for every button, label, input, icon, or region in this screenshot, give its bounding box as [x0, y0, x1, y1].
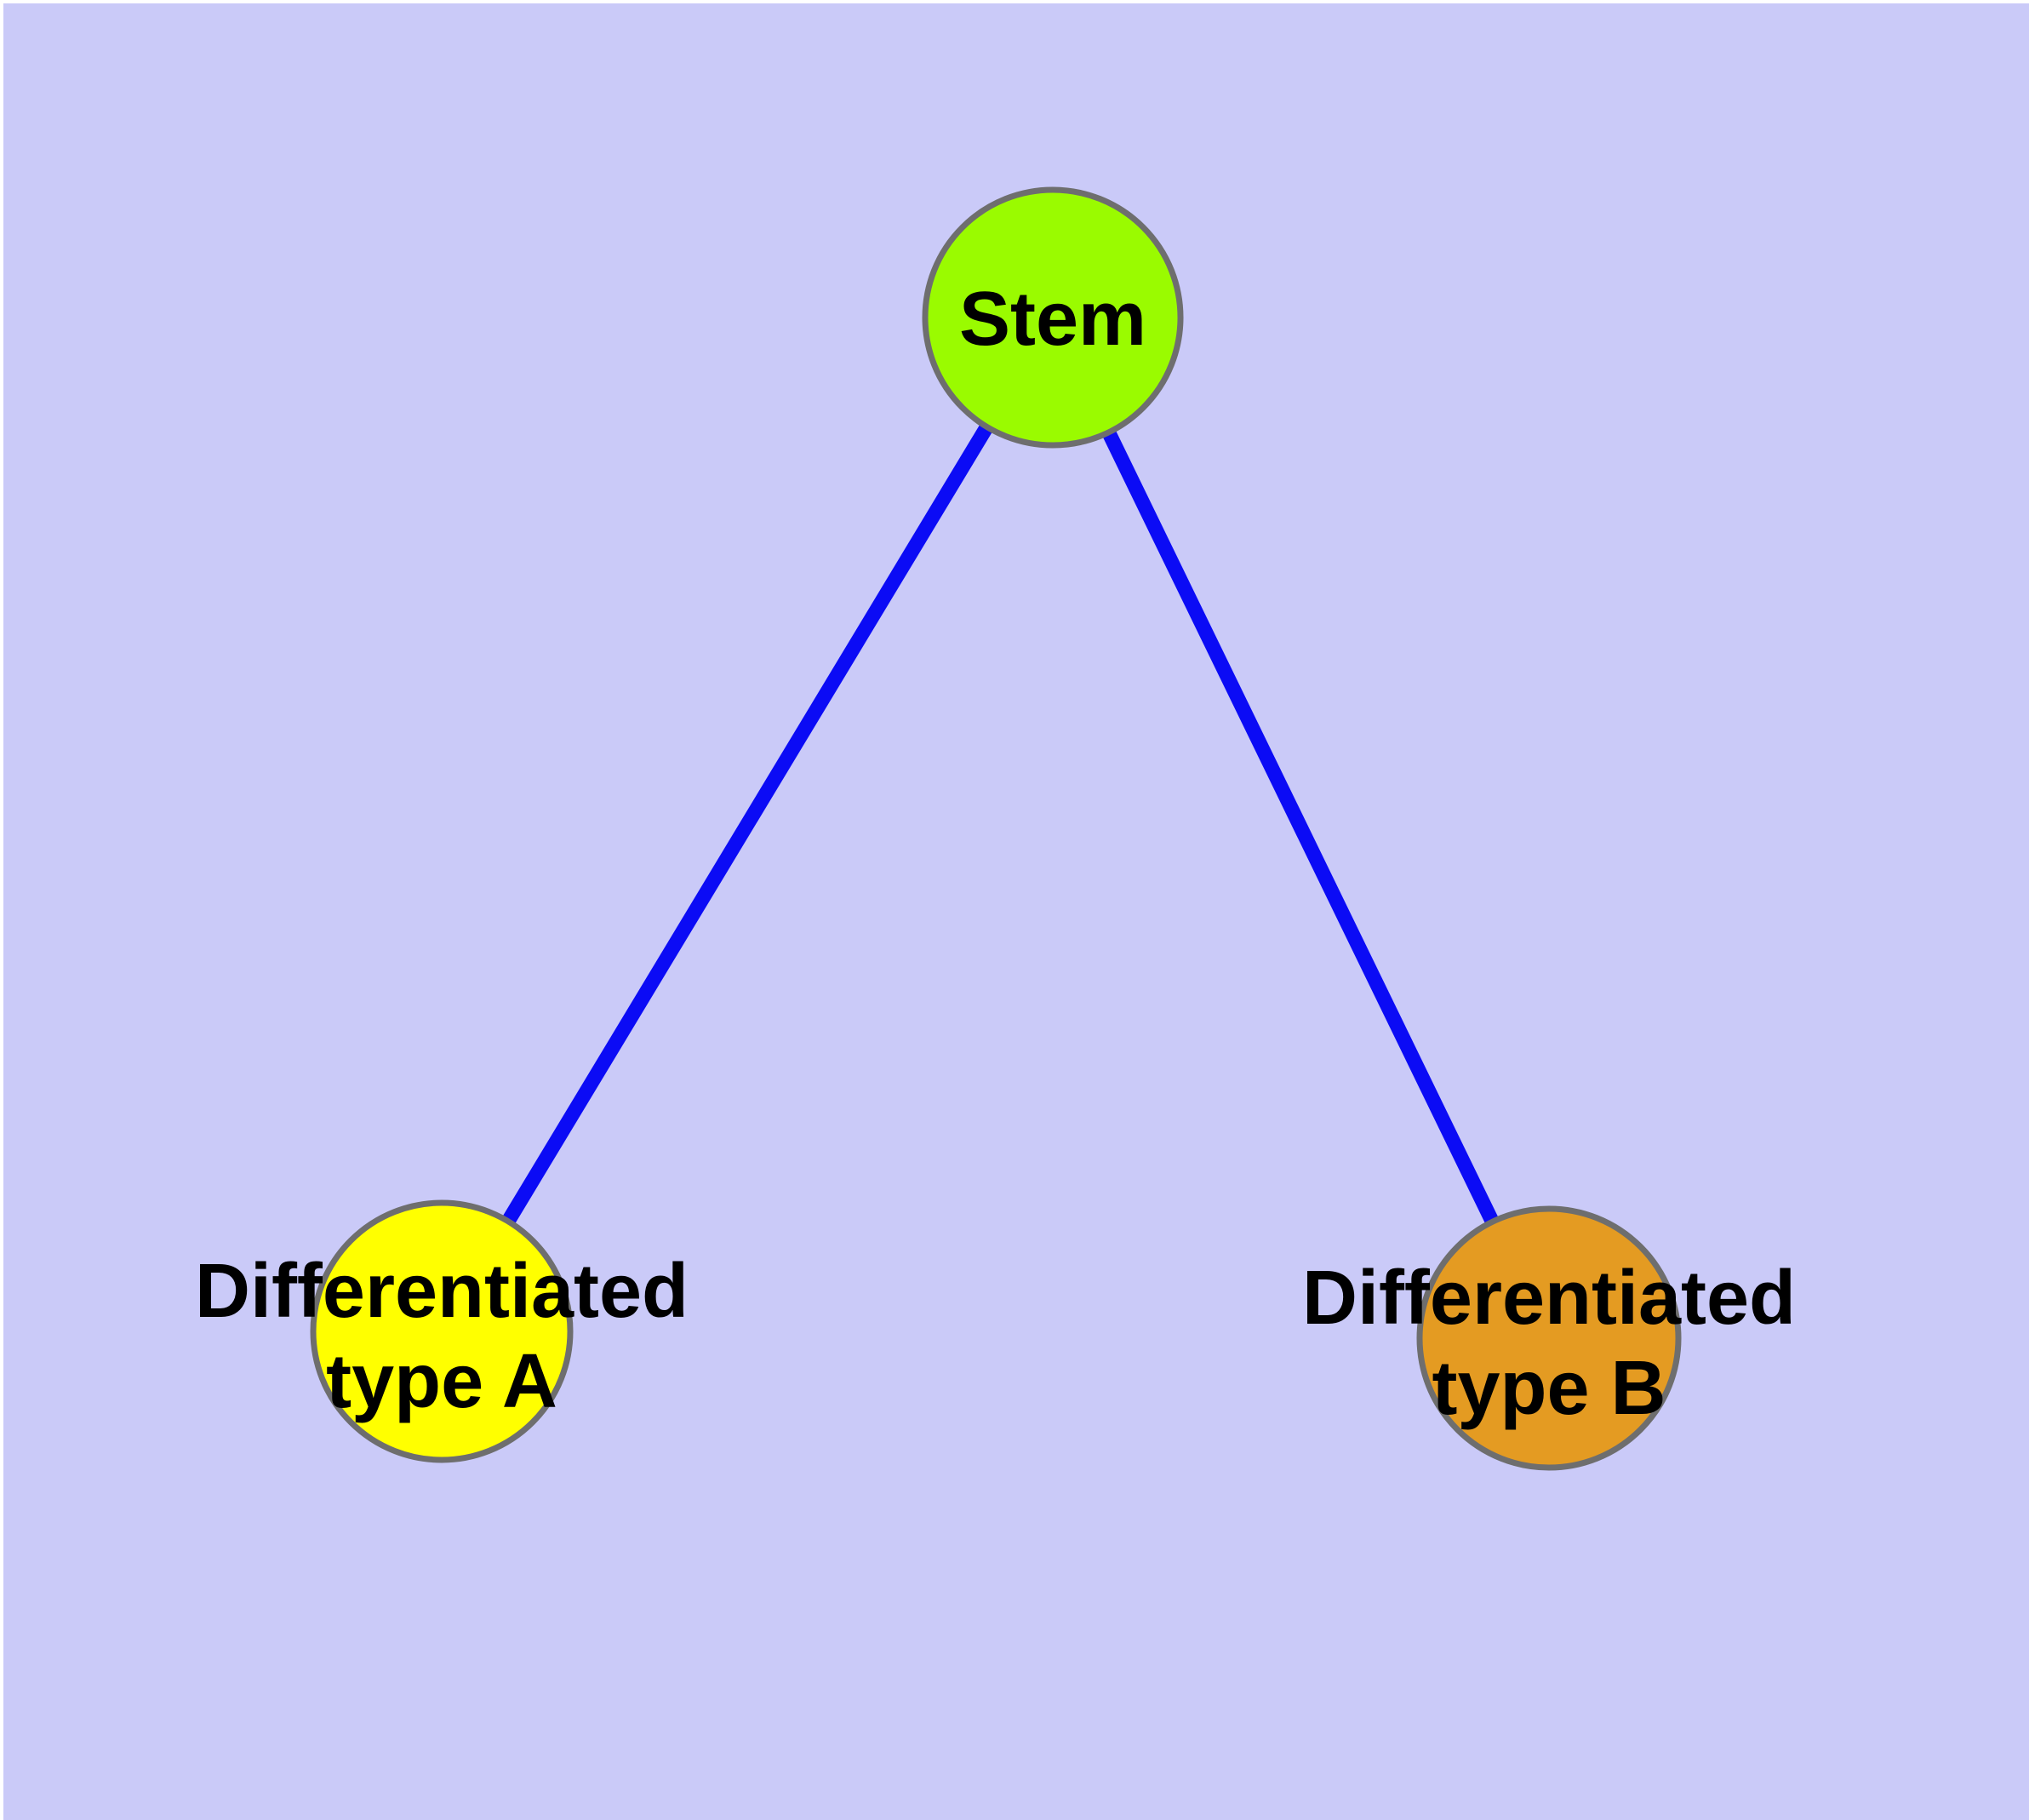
- node-differentiated-type-b-label-line2: type B: [1432, 1346, 1666, 1431]
- window-frame-left: [0, 0, 3, 1820]
- window-frame-top: [0, 0, 2029, 3]
- node-stem-label: Stem: [959, 277, 1146, 362]
- edge-stem-to-type-b[interactable]: [1046, 314, 1556, 1342]
- node-differentiated-type-a-circle[interactable]: [310, 1199, 574, 1463]
- node-stem[interactable]: Stem: [922, 186, 1184, 449]
- edge-layer: [435, 313, 1556, 1342]
- node-differentiated-type-b[interactable]: Differentiated type B: [1302, 1205, 1796, 1471]
- node-stem-circle[interactable]: [922, 186, 1184, 449]
- node-differentiated-type-a[interactable]: Differentiated type A: [195, 1199, 689, 1463]
- node-differentiated-type-a-label-line2: type A: [326, 1339, 557, 1424]
- node-differentiated-type-b-label-line1: Differentiated: [1302, 1256, 1796, 1341]
- edge-stem-to-type-a[interactable]: [435, 313, 1060, 1336]
- node-differentiated-type-a-label-line1: Differentiated: [195, 1249, 689, 1334]
- node-differentiated-type-b-circle[interactable]: [1416, 1205, 1682, 1471]
